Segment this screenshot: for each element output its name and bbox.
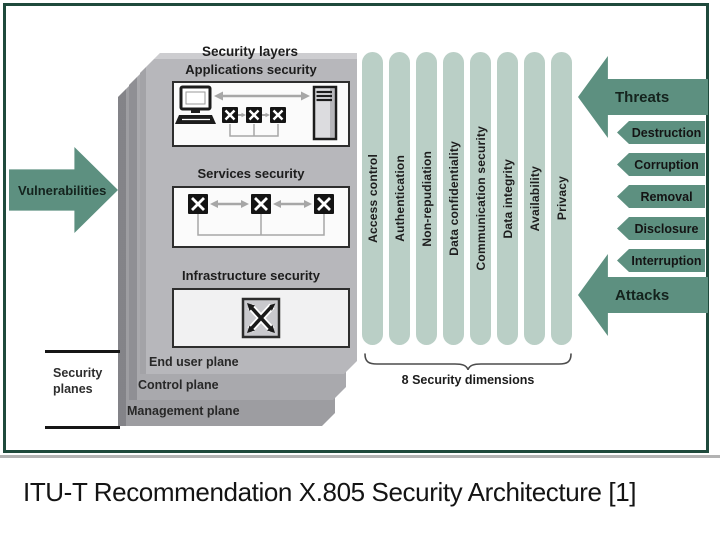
security-planes-bracket-top — [45, 350, 120, 353]
network-switch-icon — [314, 194, 334, 214]
applications-network-illustration — [175, 85, 338, 141]
slide-caption: ITU-T Recommendation X.805 Security Arch… — [23, 477, 637, 507]
services-network-illustration — [188, 194, 334, 236]
management-plane-label: Management plane — [127, 404, 240, 418]
desktop-computer-icon — [175, 85, 216, 124]
services-security-box — [172, 186, 350, 248]
security-dimension-pill: Data integrity — [497, 52, 518, 345]
security-dimension-pill: Authentication — [389, 52, 410, 345]
applications-security-title: Applications security — [185, 62, 317, 77]
connection-line — [197, 214, 325, 236]
threat-tag-disclosure: Disclosure — [617, 217, 705, 240]
security-dimensions-group: Access control Authentication Non-repudi… — [362, 52, 572, 345]
connection-arrow — [214, 91, 310, 101]
threat-tag-interruption: Interruption — [617, 249, 705, 272]
threat-tag-corruption: Corruption — [617, 153, 705, 176]
connection-arrow — [210, 200, 312, 208]
security-dimension-pill: Availability — [524, 52, 545, 345]
threat-tag-removal: Removal — [617, 185, 705, 208]
security-dimension-pill: Data confidentiality — [443, 52, 464, 345]
control-plane-label: Control plane — [138, 378, 219, 392]
divider-line — [0, 455, 720, 458]
threat-tag-destruction: Destruction — [617, 121, 705, 144]
security-layers-title: Security layers — [201, 44, 299, 59]
infrastructure-security-title: Infrastructure security — [182, 268, 320, 283]
network-switch-icon — [188, 194, 208, 214]
security-dimension-pill: Non-repudiation — [416, 52, 437, 345]
network-switch-icon — [246, 107, 262, 123]
infrastructure-router-illustration — [241, 297, 281, 339]
services-security-title: Services security — [197, 166, 305, 181]
connection-line — [229, 124, 279, 137]
network-switch-icon — [222, 107, 238, 123]
dimensions-brace — [364, 353, 572, 370]
security-dimension-pill: Access control — [362, 52, 383, 345]
security-dimension-pill: Communication security — [470, 52, 491, 345]
infrastructure-security-box — [172, 288, 350, 348]
network-switch-icon — [270, 107, 286, 123]
security-planes-caption: Security planes — [53, 366, 103, 396]
security-planes-bracket-bottom — [45, 426, 120, 429]
security-dimension-pill: Privacy — [551, 52, 572, 345]
router-icon — [241, 297, 281, 339]
connection-arrow — [238, 112, 270, 118]
server-icon — [312, 85, 338, 141]
network-switch-icon — [251, 194, 271, 214]
applications-security-box — [172, 81, 350, 147]
dimensions-caption: 8 Security dimensions — [401, 373, 535, 387]
end-user-plane-label: End user plane — [149, 355, 239, 369]
